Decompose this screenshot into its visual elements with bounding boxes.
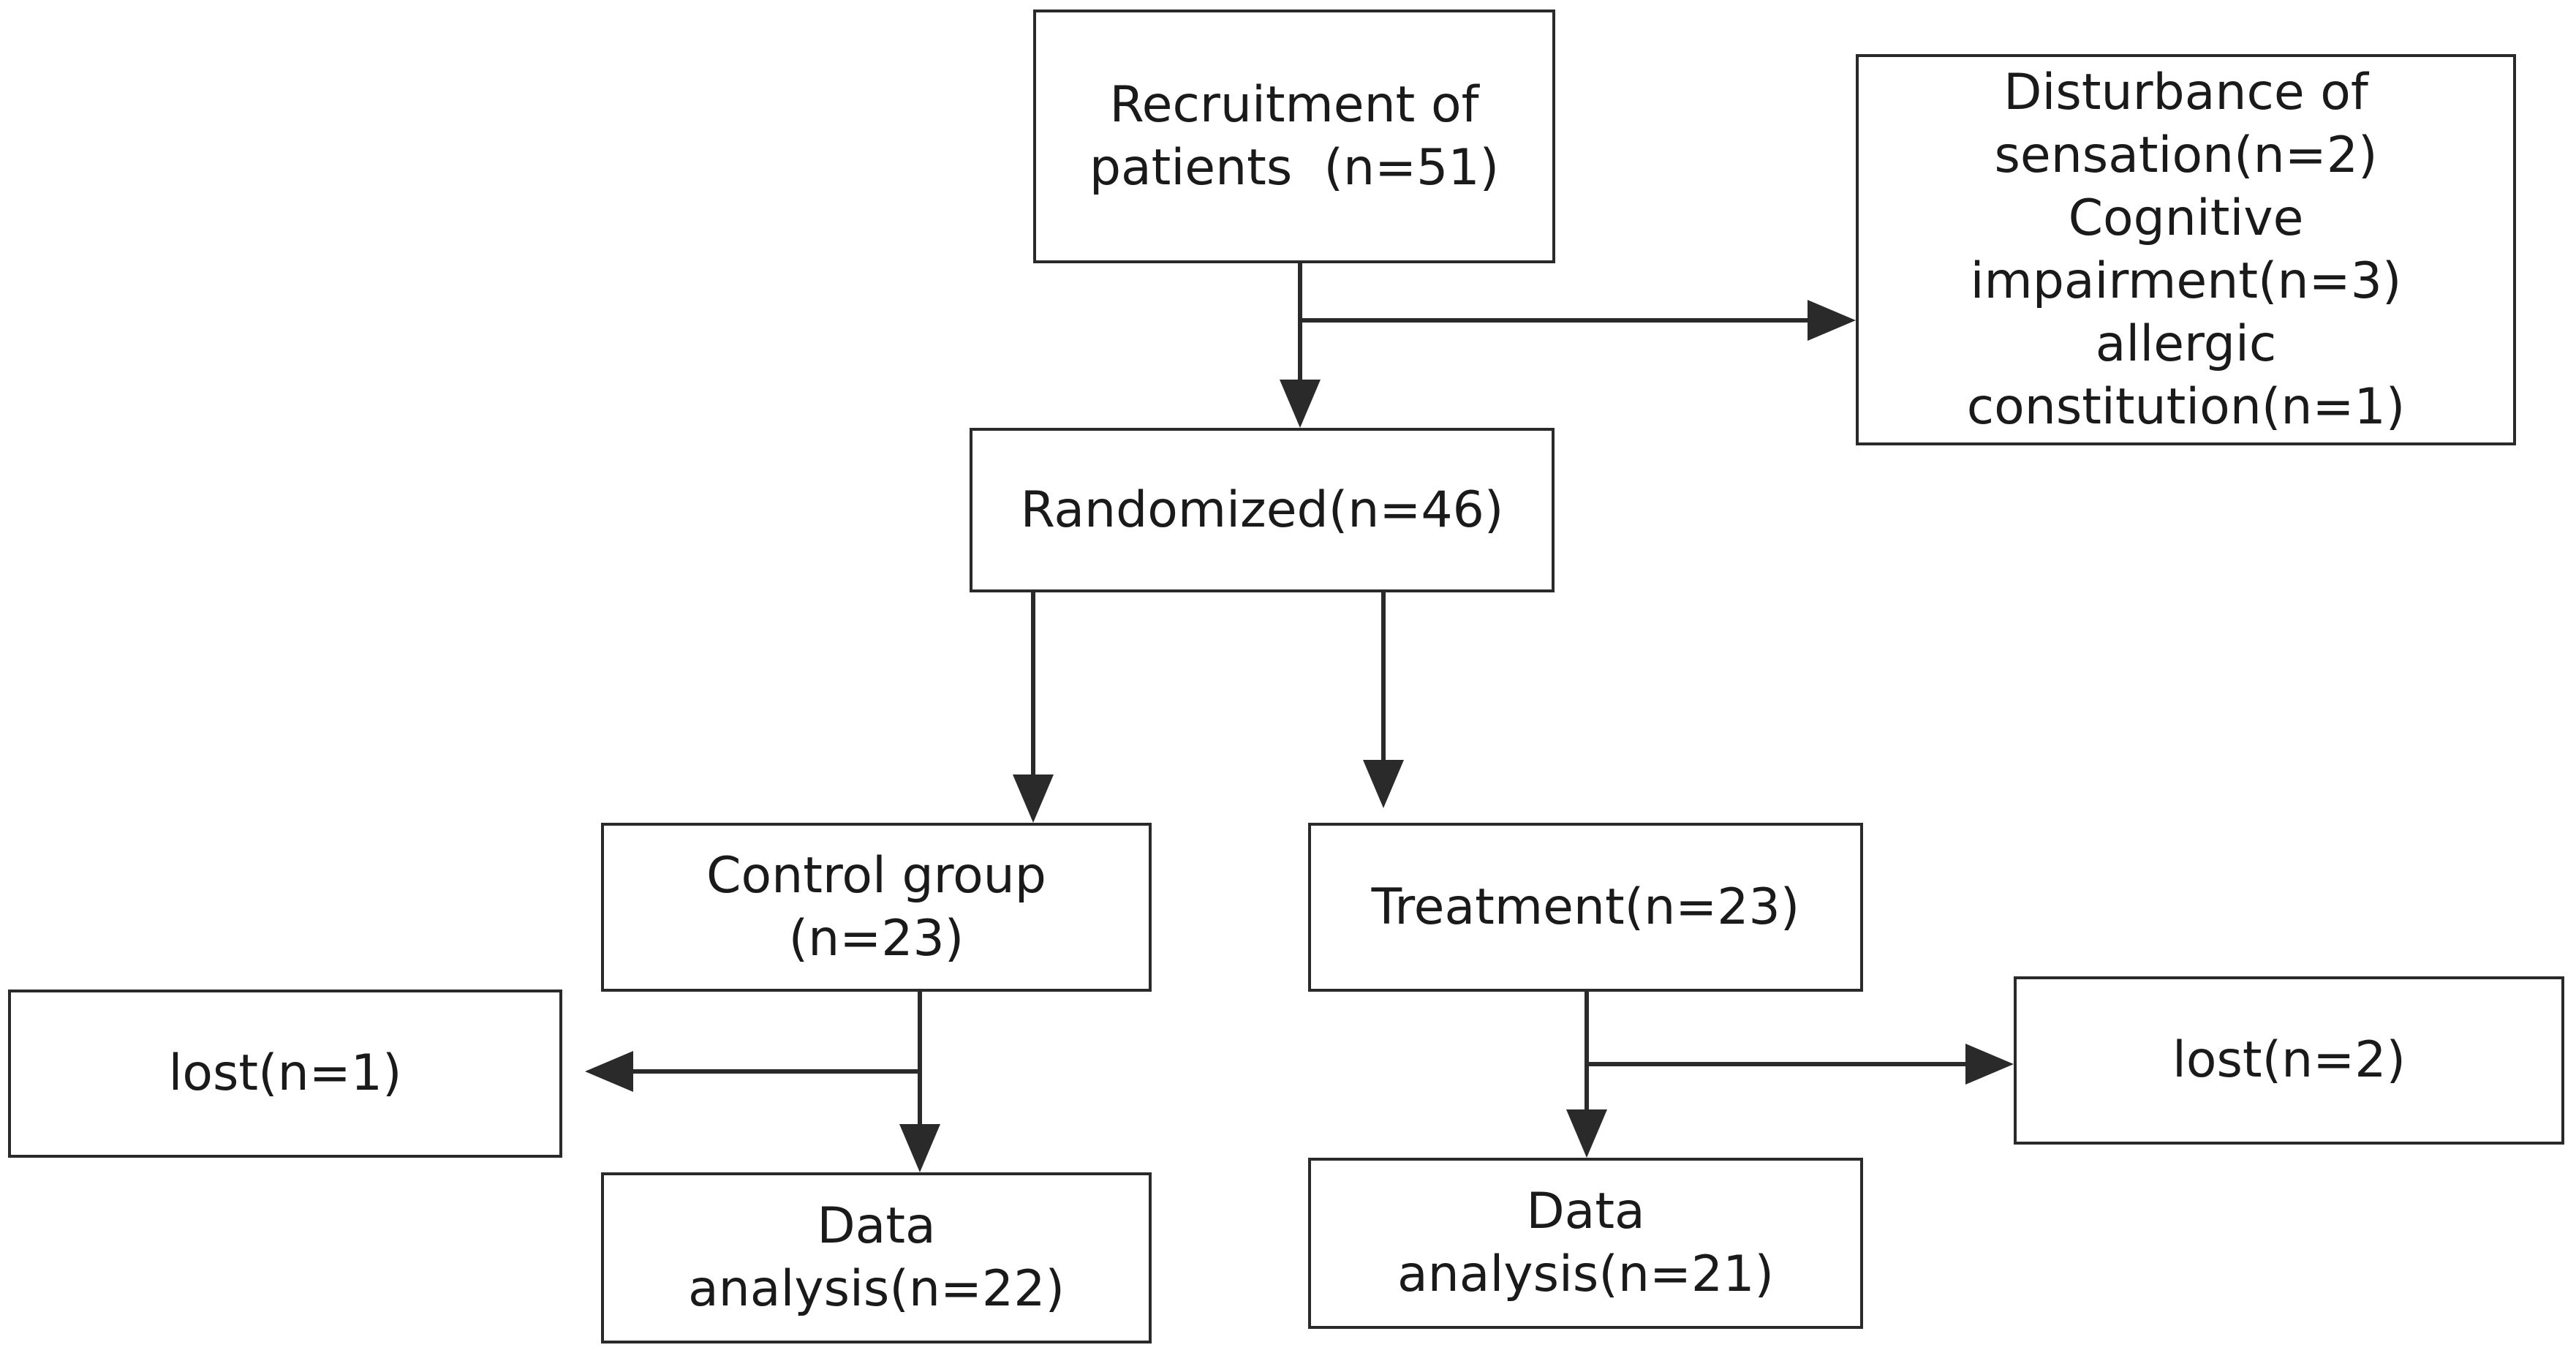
randomized-box: Randomized(n=46) <box>970 428 1555 592</box>
edge-control-to-lost-control-arrowhead <box>585 1051 633 1092</box>
lost-control-box: lost(n=1) <box>8 990 562 1158</box>
treatment-line-1: Treatment(n=23) <box>1371 878 1800 936</box>
lost-control-line-1: lost(n=1) <box>168 1044 402 1102</box>
lost-treatment-line-1: lost(n=2) <box>2172 1031 2406 1089</box>
edge-randomized-to-control-arrowhead <box>1013 775 1054 823</box>
analysis-control-line-1: Data <box>817 1197 936 1255</box>
excluded-line-6: constitution(n=1) <box>1966 377 2406 436</box>
analysis-treatment-line-1: Data <box>1526 1183 1645 1240</box>
excluded-line-2: sensation(n=2) <box>1994 126 2378 184</box>
recruitment-line-2: patients (n=51) <box>1089 138 1500 197</box>
control-group-box: Control group (n=23) <box>601 823 1152 992</box>
recruitment-line-1: Recruitment of <box>1109 75 1479 134</box>
recruitment-box: Recruitment of patients (n=51) <box>1033 10 1555 263</box>
excluded-box: Disturbance of sensation(n=2) Cognitive … <box>1856 54 2516 445</box>
excluded-line-5: allergic <box>2095 314 2277 373</box>
control-line-2: (n=23) <box>788 909 964 968</box>
analysis-control-line-2: analysis(n=22) <box>688 1260 1065 1318</box>
treatment-box: Treatment(n=23) <box>1308 823 1863 992</box>
edge-treatment-to-analysis-treatment-arrowhead <box>1566 1109 1607 1158</box>
edge-recruitment-to-excluded-arrowhead <box>1808 300 1856 341</box>
edge-recruitment-to-randomized-arrowhead <box>1280 380 1321 428</box>
edge-treatment-to-lost-treatment-arrowhead <box>1965 1044 2014 1085</box>
excluded-line-4: impairment(n=3) <box>1970 252 2402 310</box>
analysis-treatment-line-2: analysis(n=21) <box>1397 1245 1774 1303</box>
randomized-line-1: Randomized(n=46) <box>1020 480 1504 539</box>
data-analysis-treatment-box: Data analysis(n=21) <box>1308 1158 1863 1329</box>
data-analysis-control-box: Data analysis(n=22) <box>601 1172 1152 1343</box>
lost-treatment-box: lost(n=2) <box>2014 976 2564 1145</box>
edge-randomized-to-treatment-arrowhead <box>1363 760 1404 808</box>
edge-control-to-analysis-control-arrowhead <box>899 1124 940 1172</box>
excluded-line-3: Cognitive <box>2068 189 2304 247</box>
excluded-line-1: Disturbance of <box>2003 63 2368 121</box>
control-line-1: Control group <box>706 846 1046 905</box>
